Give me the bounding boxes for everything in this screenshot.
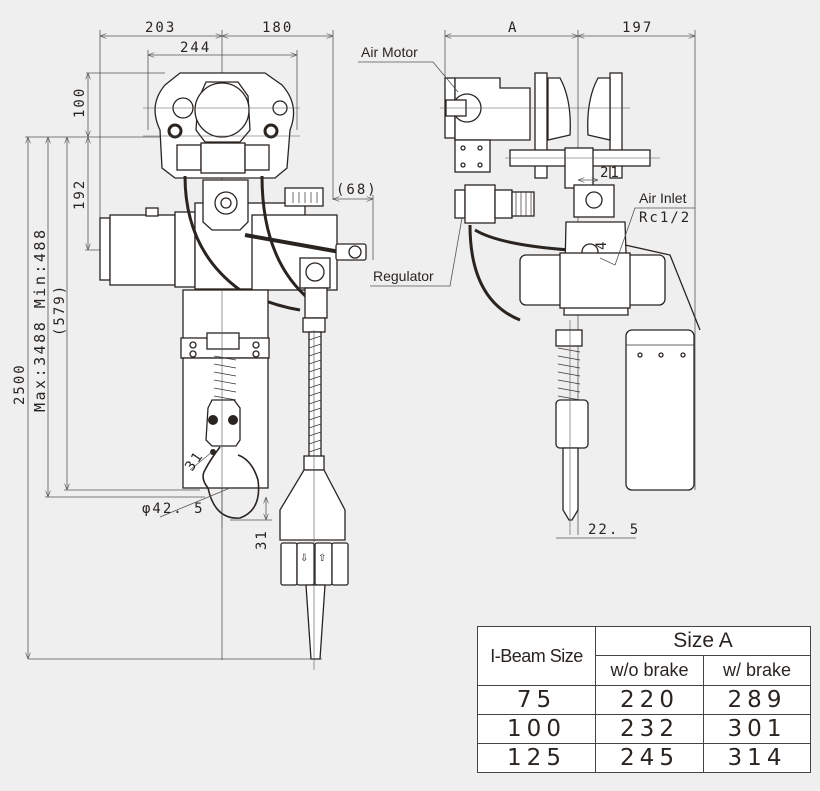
front-view: 203 180 244 100 192 2500 Max:3488 Min:48…	[12, 20, 378, 670]
air-inlet-label: Air Inlet	[639, 190, 687, 206]
table-header-row: I-Beam Size Size A	[477, 626, 811, 686]
dim-203: 203	[145, 20, 176, 36]
dim-hook-bottom-31: 31	[254, 529, 270, 550]
trolley-body	[143, 72, 300, 179]
trolley-wheels	[440, 72, 660, 189]
cell-without-brake: 245	[595, 743, 704, 773]
cell-without-brake: 232	[595, 714, 704, 744]
air-motor-label: Air Motor	[361, 44, 418, 60]
dim-244: 244	[180, 40, 211, 56]
dim-180: 180	[262, 20, 293, 36]
table-row: 75 220 289	[477, 685, 811, 715]
dim-579: (579)	[52, 284, 68, 336]
side-view: A 197	[358, 20, 701, 539]
cell-without-brake: 220	[595, 685, 704, 715]
dim-68: (68)	[333, 182, 378, 260]
dim-22-5: 22. 5	[588, 522, 640, 538]
table-row: 125 245 314	[477, 743, 811, 773]
header-size-a: Size A	[595, 626, 811, 656]
dim-A: A	[508, 20, 518, 36]
header-without-brake: w/o brake	[595, 655, 704, 686]
dim-max-min: Max:3488 Min:488	[31, 228, 49, 413]
hook-block: 31 φ42. 5 31	[142, 289, 272, 550]
callout-air-inlet: Air Inlet Rc1/2	[599, 190, 695, 266]
pendant-up-arrow-icon: ⇧	[318, 553, 326, 564]
cell-beam: 75	[477, 685, 596, 715]
dim-21: 21	[600, 165, 621, 181]
callout-air-motor: Air Motor	[358, 44, 459, 93]
cell-with-brake: 314	[703, 743, 811, 773]
pendant: ⇩ ⇧	[279, 317, 349, 670]
cell-with-brake: 289	[703, 685, 811, 715]
dim-4: 4	[594, 240, 610, 250]
regulator	[454, 184, 571, 322]
pendant-down-arrow-icon: ⇩	[300, 553, 308, 564]
hoist-body-side	[519, 184, 701, 491]
air-inlet-thread-label: Rc1/2	[639, 210, 691, 226]
dim-2500: 2500	[12, 363, 28, 405]
cell-beam: 100	[477, 714, 596, 744]
hook-side: 22. 5	[555, 320, 640, 539]
dim-68-label: (68)	[336, 182, 378, 198]
cell-beam: 125	[477, 743, 596, 773]
dim-192: 192	[72, 179, 88, 210]
size-table: I-Beam Size Size A w/o brake w/ brake 75…	[477, 626, 811, 773]
regulator-label: Regulator	[373, 268, 434, 284]
table-row: 100 232 301	[477, 714, 811, 744]
dim-left-front: 100 192 2500 Max:3488 Min:488 (579)	[12, 72, 322, 660]
header-ibeam-size: I-Beam Size	[477, 626, 596, 686]
dim-197: 197	[622, 20, 653, 36]
dim-hook-dia: φ42. 5	[142, 501, 205, 517]
dim-100: 100	[72, 87, 88, 118]
callout-regulator: Regulator	[370, 217, 463, 287]
cell-with-brake: 301	[703, 714, 811, 744]
header-with-brake: w/ brake	[703, 655, 811, 686]
